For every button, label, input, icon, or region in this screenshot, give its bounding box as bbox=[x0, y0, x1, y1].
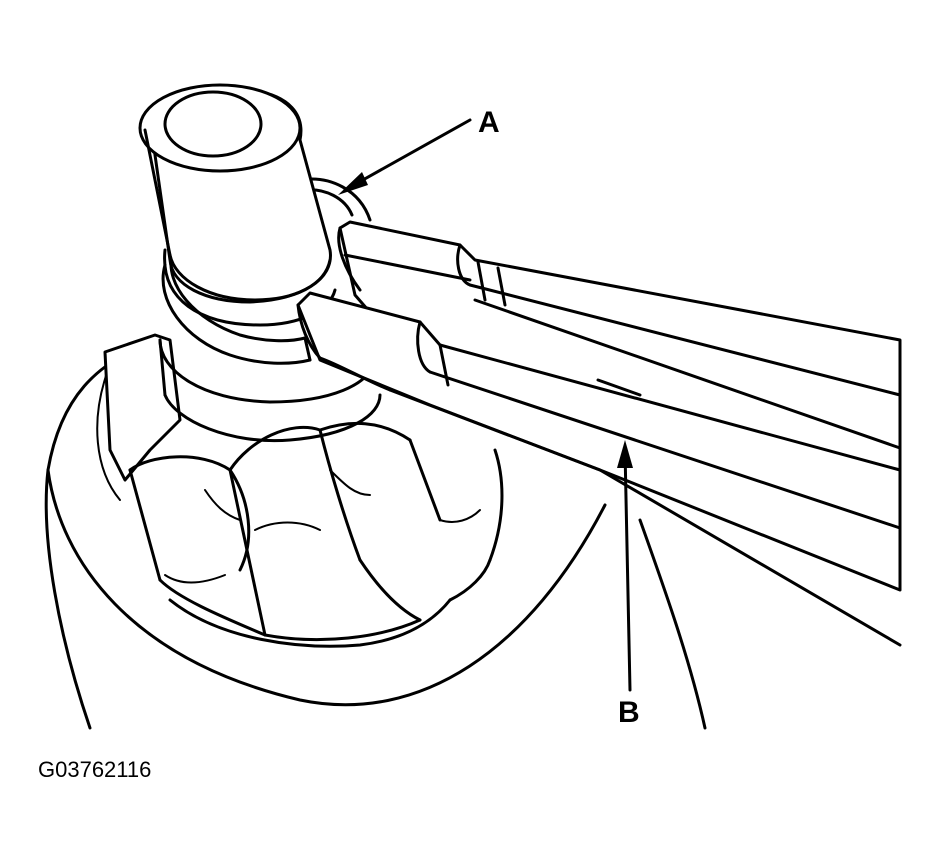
callout-a-leader bbox=[338, 118, 472, 195]
callout-b-leader bbox=[617, 440, 633, 692]
starter-housing bbox=[44, 338, 707, 730]
pinion-gear bbox=[103, 333, 504, 648]
armature-shaft bbox=[138, 83, 337, 327]
snap-ring-pliers bbox=[296, 220, 902, 647]
figure-id: G03762116 bbox=[38, 757, 151, 782]
callout-label-a: A bbox=[478, 106, 500, 139]
stop-collar bbox=[158, 338, 382, 443]
callout-label-b: B bbox=[618, 696, 640, 729]
